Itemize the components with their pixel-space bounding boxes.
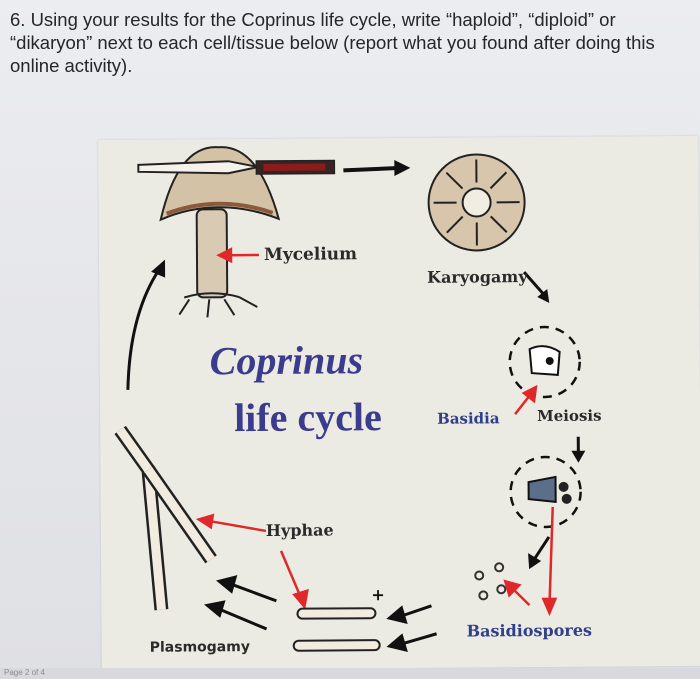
cap-cross-section <box>427 153 526 252</box>
label-karyogamy: Karyogamy <box>427 267 528 287</box>
label-basidiospores: Basidiospores <box>466 620 593 641</box>
mushroom-illustration <box>137 146 336 318</box>
coprinus-life-cycle-figure: + Coprinus life cycle Mycelium Karyogamy… <box>98 135 700 671</box>
diagram-title-line2: life cycle <box>233 394 382 441</box>
svg-text:+: + <box>371 585 385 604</box>
label-mycelium: Mycelium <box>263 244 358 265</box>
question-text: 6. Using your results for the Coprinus l… <box>10 9 655 76</box>
page-number: Page 2 of 4 <box>4 668 45 677</box>
diagram-title-line1: Coprinus <box>209 337 364 384</box>
page-footer: Page 2 of 4 <box>0 668 700 679</box>
label-basidia: Basidia <box>437 409 500 428</box>
label-hyphae: Hyphae <box>265 520 334 540</box>
label-plasmogamy: Plasmogamy <box>149 639 250 656</box>
life-cycle-drawing: + <box>114 146 586 653</box>
label-meiosis: Meiosis <box>537 406 602 426</box>
